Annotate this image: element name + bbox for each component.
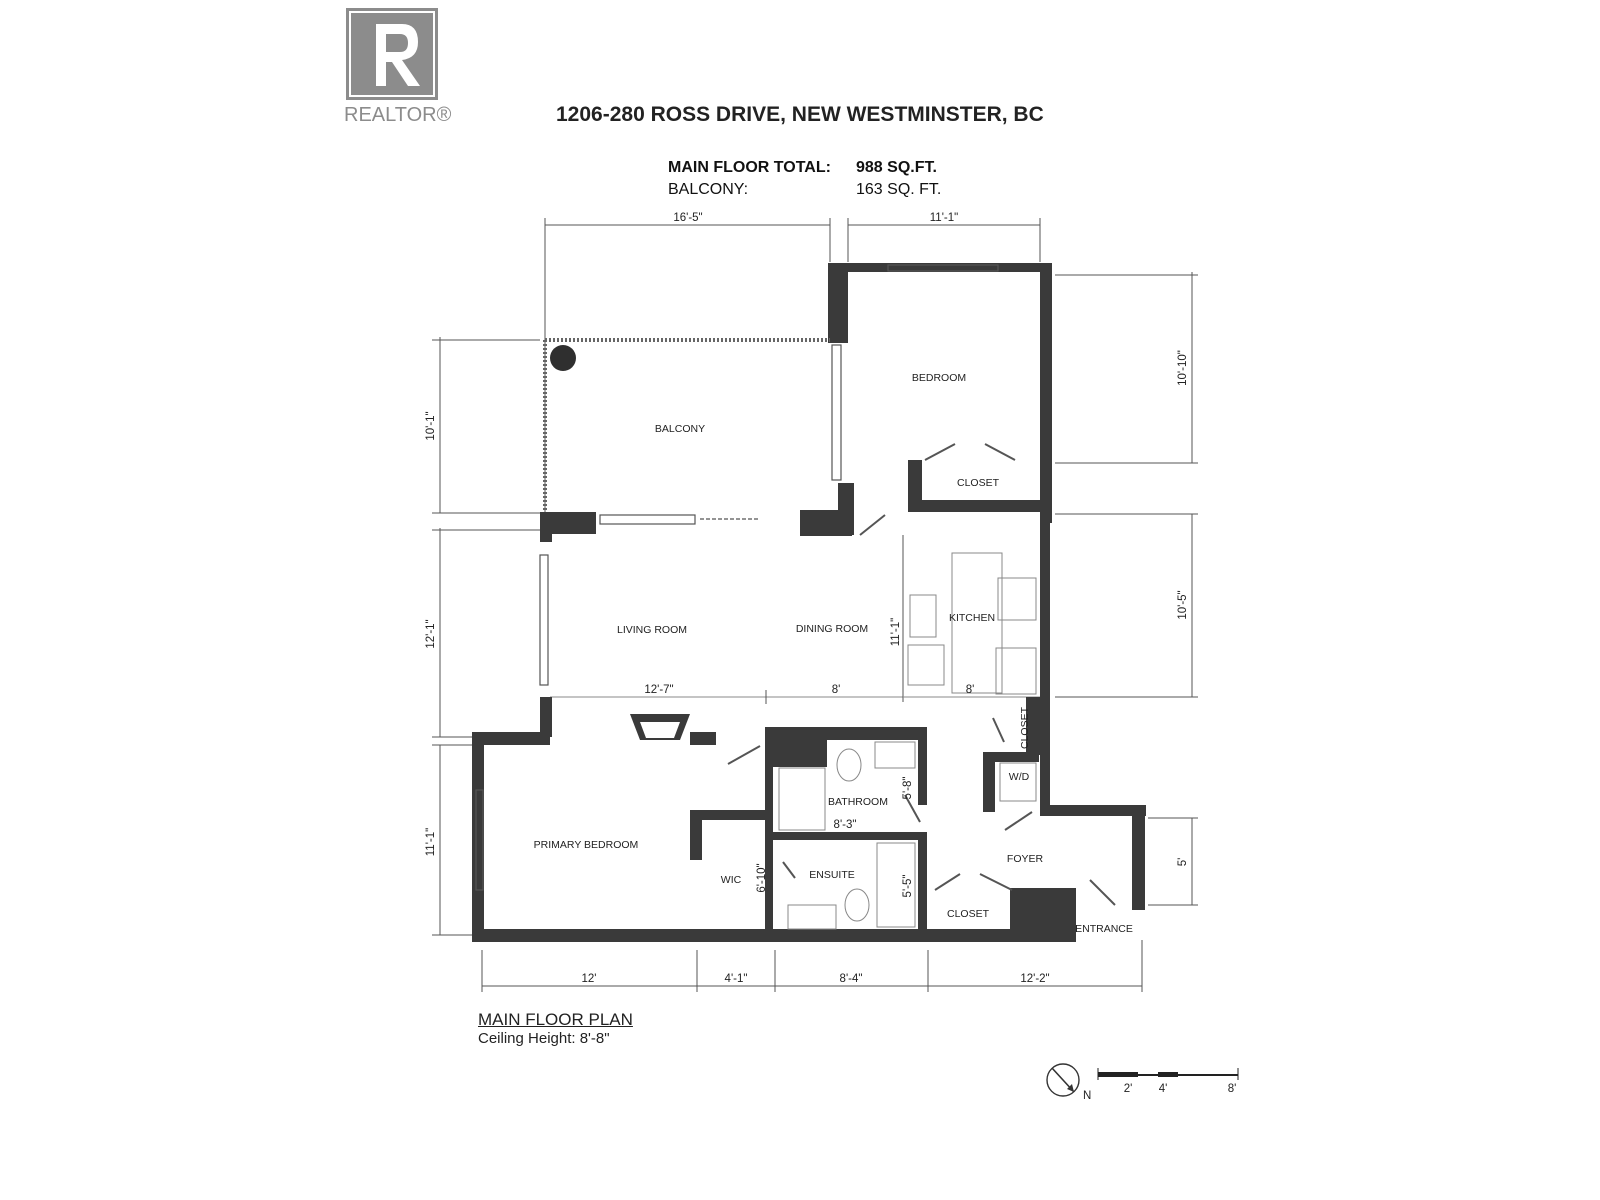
plan-title: MAIN FLOOR PLAN bbox=[478, 1010, 633, 1029]
room-label-foyer: FOYER bbox=[1007, 853, 1044, 865]
windows bbox=[475, 264, 999, 891]
dim-bottom-2: 4'-1" bbox=[725, 973, 748, 985]
realtor-logo-text: REALTOR® bbox=[344, 104, 452, 126]
dim-right-lower: 5' bbox=[1177, 858, 1189, 867]
room-label-bathroom: BATHROOM bbox=[828, 796, 888, 808]
dim-bottom-3: 8'-4" bbox=[840, 973, 863, 985]
room-label-wic: WIC bbox=[721, 874, 742, 886]
balcony-column-icon bbox=[550, 345, 576, 371]
compass-north-label: N bbox=[1083, 1090, 1091, 1102]
door-swings bbox=[727, 443, 1116, 906]
dim-right-middle: 10'-5" bbox=[1177, 590, 1189, 619]
compass-icon bbox=[1046, 1063, 1080, 1097]
dim-bottom-1: 12' bbox=[582, 973, 597, 985]
dim-bottom-4: 12'-2" bbox=[1020, 973, 1049, 985]
room-label-bedroom: BEDROOM bbox=[912, 372, 966, 384]
dim-living-width: 12'-7" bbox=[644, 684, 673, 696]
dim-bathroom-width: 8'-3" bbox=[834, 819, 857, 831]
room-label-kitchen: KITCHEN bbox=[949, 612, 995, 624]
scale-bar bbox=[1097, 1068, 1239, 1080]
room-label-living-room: LIVING ROOM bbox=[617, 624, 687, 636]
walls bbox=[472, 263, 1146, 942]
room-label-dining-room: DINING ROOM bbox=[796, 623, 868, 635]
main-floor-total-value: 988 SQ.FT. bbox=[856, 159, 937, 176]
dim-left-upper: 10'-1" bbox=[425, 411, 437, 440]
dim-bathroom-depth: 5'-8" bbox=[902, 777, 914, 800]
room-label-hall-closet: CLOSET bbox=[1019, 706, 1031, 749]
balcony-area-label: BALCONY: bbox=[668, 181, 749, 198]
dim-kitchen-depth: 11'-1" bbox=[890, 618, 902, 646]
dim-right-upper: 10'-10" bbox=[1177, 350, 1189, 386]
dim-left-lower: 11'-1" bbox=[425, 828, 437, 856]
room-label-entrance: ENTRANCE bbox=[1075, 923, 1133, 935]
room-label-foyer-closet: CLOSET bbox=[947, 908, 990, 920]
dim-ensuite-depth: 5'-5" bbox=[902, 875, 914, 898]
scale-label-4: 4' bbox=[1159, 1083, 1168, 1095]
dimension-lines bbox=[432, 218, 1198, 992]
main-floor-total-label: MAIN FLOOR TOTAL: bbox=[668, 159, 831, 176]
balcony-area-value: 163 SQ. FT. bbox=[856, 181, 942, 198]
scale-label-2: 2' bbox=[1124, 1083, 1133, 1095]
dim-kitchen-width: 8' bbox=[966, 684, 975, 696]
dim-left-middle: 12'-1" bbox=[425, 619, 437, 648]
dim-dining-width: 8' bbox=[832, 684, 841, 696]
dim-top-right: 11'-1" bbox=[930, 212, 958, 224]
property-address-title: 1206-280 ROSS DRIVE, NEW WESTMINSTER, BC bbox=[556, 103, 1044, 126]
fixtures bbox=[778, 552, 1037, 930]
dim-wic-depth: 6'-10" bbox=[756, 863, 768, 892]
room-label-bedroom-closet: CLOSET bbox=[957, 477, 1000, 489]
room-label-washer-dryer: W/D bbox=[1009, 771, 1030, 783]
room-label-ensuite: ENSUITE bbox=[809, 869, 855, 881]
ceiling-height: Ceiling Height: 8'-8" bbox=[478, 1030, 610, 1047]
dim-top-left: 16'-5" bbox=[673, 212, 702, 224]
room-label-primary-bedroom: PRIMARY BEDROOM bbox=[534, 839, 639, 851]
realtor-logo-icon bbox=[346, 8, 438, 100]
room-label-balcony: BALCONY bbox=[655, 423, 705, 435]
balcony-railing bbox=[543, 338, 830, 512]
scale-label-8: 8' bbox=[1228, 1083, 1237, 1095]
